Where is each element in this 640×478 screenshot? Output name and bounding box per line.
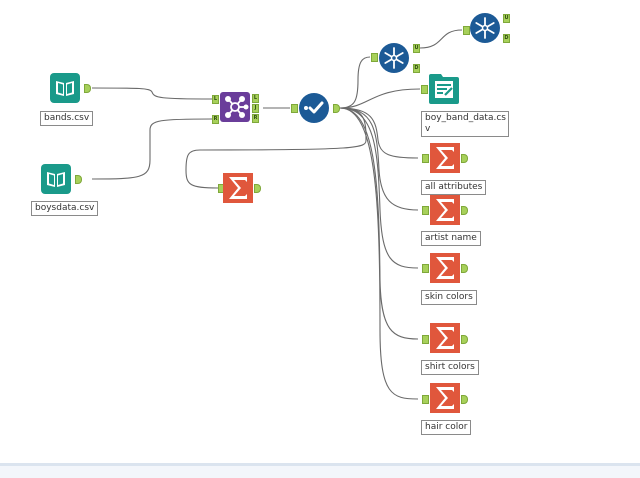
wire-select-to-sum5	[339, 107, 419, 400]
summarize-tool-2[interactable]	[430, 195, 460, 225]
join-tool[interactable]	[220, 92, 250, 122]
wire-bands-to-join-l	[91, 87, 213, 100]
summarize5-input-anchor[interactable]	[422, 395, 429, 404]
wire-select-to-output	[339, 88, 421, 109]
output-anchor[interactable]	[75, 175, 82, 184]
join-input-anchor-l[interactable]: L	[212, 95, 219, 104]
tool-label-summarize4[interactable]: shirt colors	[421, 360, 479, 375]
unique1-output-anchor-u[interactable]: U	[413, 44, 420, 53]
connection-wires	[91, 29, 463, 400]
tool-label-output[interactable]: boy_band_data.cs v	[421, 111, 509, 137]
tool-label-summarize1[interactable]: all attributes	[421, 180, 487, 195]
join-output-anchor-l[interactable]: L	[252, 94, 259, 103]
snowflake-icon	[470, 13, 500, 43]
summarize-tool-4[interactable]	[430, 323, 460, 353]
unique-tool-1[interactable]	[379, 43, 409, 73]
tool-label-summarize2[interactable]: artist name	[421, 231, 481, 246]
join-output-anchor-r[interactable]: R	[252, 114, 259, 123]
unique1-output-anchor-d[interactable]: D	[413, 64, 420, 73]
tool-label-summarize3[interactable]: skin colors	[421, 290, 477, 305]
summarize3-output-anchor[interactable]	[461, 264, 468, 273]
unique-tool-2[interactable]	[470, 13, 500, 43]
unique1-input-anchor[interactable]	[371, 53, 378, 62]
wire-boysdata-to-join-r	[91, 118, 213, 180]
summarize4-output-anchor[interactable]	[461, 335, 468, 344]
summarize5-output-anchor[interactable]	[461, 395, 468, 404]
summarize3-input-anchor[interactable]	[422, 264, 429, 273]
wire-select-to-sum3	[339, 107, 419, 269]
output-data-tool[interactable]	[429, 74, 459, 104]
output-input-anchor[interactable]	[421, 85, 428, 94]
status-bar	[0, 463, 640, 478]
summarize-tool-3[interactable]	[430, 253, 460, 283]
summarize1-input-anchor[interactable]	[422, 154, 429, 163]
wire-select-to-unique1	[339, 56, 371, 109]
select-tool[interactable]	[299, 93, 329, 123]
summarize4-input-anchor[interactable]	[422, 335, 429, 344]
sigma-icon	[430, 383, 460, 413]
unique2-output-anchor-d[interactable]: D	[503, 34, 510, 43]
book-icon	[50, 73, 80, 103]
wire-unique1-to-unique2	[419, 29, 463, 49]
input-data-tool-boysdata[interactable]	[41, 164, 71, 194]
unique2-output-anchor-u[interactable]: U	[503, 14, 510, 23]
checkmark-icon	[299, 93, 329, 123]
tool-label-summarize5[interactable]: hair color	[421, 420, 472, 435]
summarize2-input-anchor[interactable]	[422, 206, 429, 215]
wire-select-to-sum1	[339, 107, 419, 159]
summarize-tool-0[interactable]	[223, 173, 253, 203]
summarize0-output-anchor[interactable]	[254, 184, 261, 193]
join-input-anchor-r[interactable]: R	[212, 115, 219, 124]
wire-select-to-sum4	[339, 107, 419, 340]
wire-select-to-sum2	[339, 107, 419, 211]
unique2-input-anchor[interactable]	[463, 26, 470, 35]
summarize-tool-5[interactable]	[430, 383, 460, 413]
sigma-icon	[223, 173, 253, 203]
summarize-tool-1[interactable]	[430, 143, 460, 173]
select-output-anchor[interactable]	[333, 104, 340, 113]
join-icon	[220, 92, 250, 122]
tool-label-boysdata[interactable]: boysdata.csv	[31, 201, 99, 216]
output-icon	[429, 74, 459, 104]
sigma-icon	[430, 143, 460, 173]
output-anchor[interactable]	[84, 84, 91, 93]
join-output-anchor-j[interactable]: J	[252, 104, 259, 113]
select-input-anchor[interactable]	[291, 104, 298, 113]
workflow-canvas[interactable]: bands.csv boysdata.csv L R L J R	[0, 0, 640, 463]
input-data-tool-bands[interactable]	[50, 73, 80, 103]
tool-label-bands[interactable]: bands.csv	[40, 111, 94, 126]
snowflake-icon	[379, 43, 409, 73]
book-icon	[41, 164, 71, 194]
summarize2-output-anchor[interactable]	[461, 206, 468, 215]
summarize1-output-anchor[interactable]	[461, 154, 468, 163]
sigma-icon	[430, 253, 460, 283]
sigma-icon	[430, 195, 460, 225]
sigma-icon	[430, 323, 460, 353]
